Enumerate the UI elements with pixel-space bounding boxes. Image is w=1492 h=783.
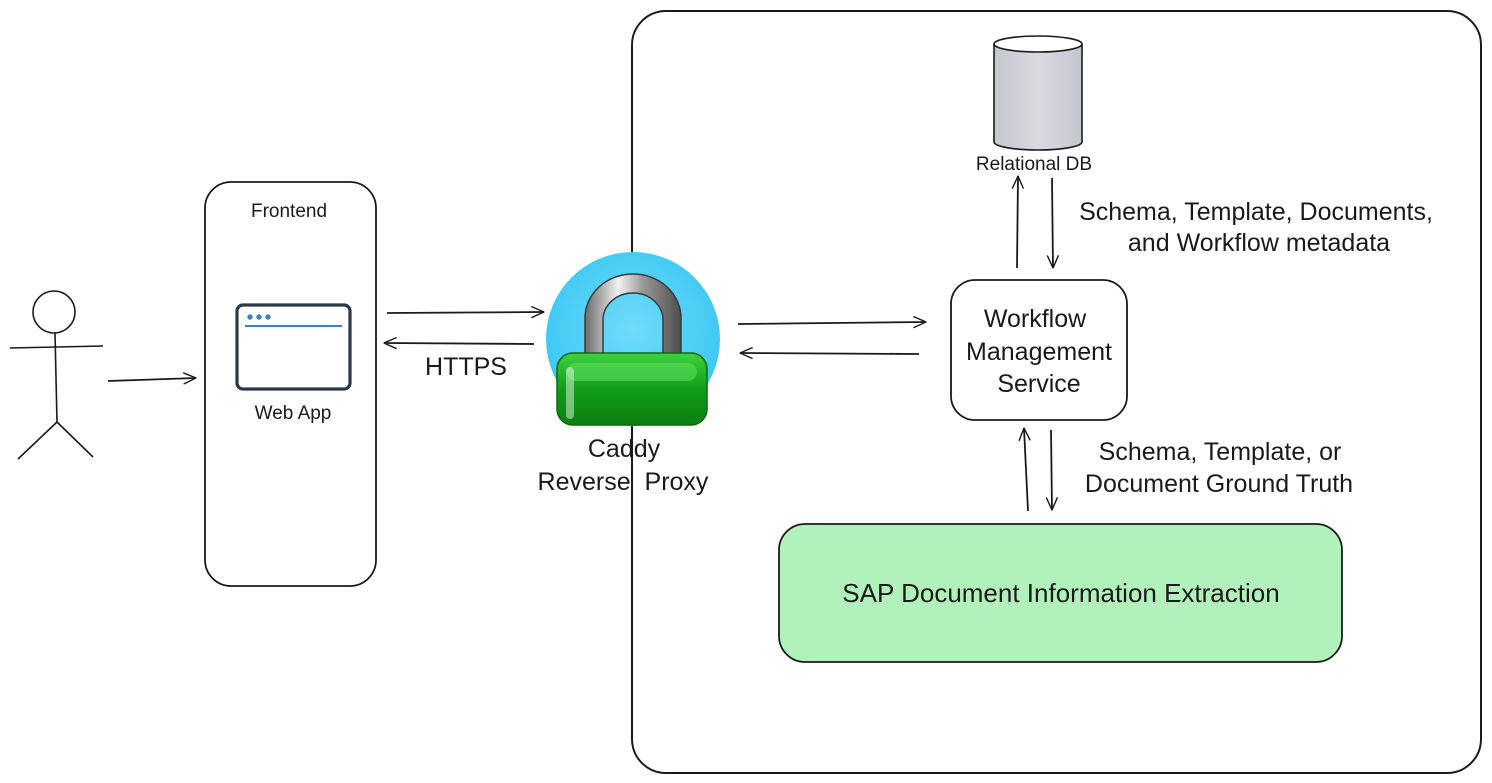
user-to-frontend-arrow [107,378,196,381]
service-to-db-arrow [1017,176,1018,269]
service-label-line1: Workflow [984,305,1087,333]
extraction-flow-label-line1: Schema, Template, or [1099,438,1342,466]
extraction-to-service-arrow [1024,428,1028,512]
db-flow-label-line2: and Workflow metadata [1128,229,1390,257]
db-to-service-arrow [1052,177,1053,268]
proxy-to-frontend-arrow [384,343,535,344]
service-label-line3: Service [997,370,1080,398]
service-label-line2: Management [966,338,1112,366]
https-label: HTTPS [425,353,507,381]
proxy-to-service-arrow [737,322,926,324]
frontend-title: Frontend [251,201,327,222]
extraction-flow-label-line2: Document Ground Truth [1085,470,1353,498]
extraction-label: SAP Document Information Extraction [842,578,1279,608]
user-stick-figure-icon [9,290,104,460]
proxy-name-line2: Reverse Proxy [538,468,709,496]
extraction-box [778,523,1343,663]
web-app-label: Web App [255,403,332,424]
frontend-to-proxy-arrow [386,312,544,313]
database-label: Relational DB [976,154,1092,175]
database-cylinder-icon [993,35,1083,151]
service-to-proxy-arrow [740,353,920,354]
padlock-icon [546,252,720,426]
db-flow-label-line1: Schema, Template, Documents, [1079,198,1433,226]
workflow-service-box [950,279,1128,421]
browser-window-icon [235,303,352,391]
proxy-name-line1: Caddy [588,435,661,463]
service-to-extraction-arrow [1051,429,1052,510]
